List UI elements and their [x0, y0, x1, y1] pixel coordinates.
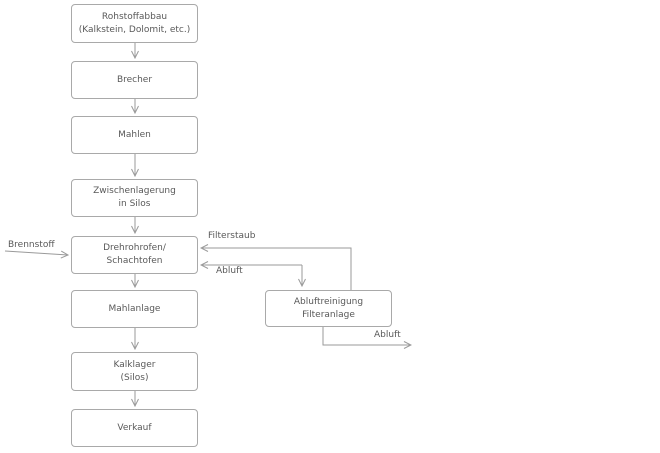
node-label-line: Zwischenlagerung — [93, 186, 176, 196]
node-abluftreinigung: Abluftreinigung Filteranlage — [265, 290, 392, 327]
arrow-brennstoff-to-drehrohrofen — [4, 250, 68, 255]
node-label-line: Brecher — [116, 74, 153, 85]
arrow-abluft-out — [322, 327, 411, 345]
node-mahlanlage: Mahlanlage — [71, 290, 198, 328]
node-label-line: in Silos — [118, 199, 151, 209]
node-label-line: Abluftreinigung — [293, 296, 364, 307]
node-kalklager: Kalklager (Silos) — [71, 352, 198, 391]
node-label-line: Mahlen — [118, 129, 151, 140]
node-label-line: Verkauf — [117, 422, 152, 433]
node-label-line: Drehrohrofen/ — [103, 243, 166, 253]
node-label-line: Mahlanlage — [108, 303, 161, 314]
node-verkauf: Verkauf — [71, 409, 198, 447]
arrow-filterstaub-to-drehrohrofen — [201, 248, 352, 290]
node-label-line: (Kalkstein, Dolomit, etc.) — [78, 24, 191, 35]
edge-label-brennstoff: Brennstoff — [8, 240, 55, 250]
node-brecher: Brecher — [71, 61, 198, 99]
node-label-line: Rohstoffabbau — [101, 11, 168, 22]
node-zwischenlagerung: Zwischenlagerung in Silos — [71, 179, 198, 217]
edge-label-abluft-out: Abluft — [374, 330, 401, 340]
node-label-line: Filteranlage — [302, 309, 355, 320]
edge-label-filterstaub: Filterstaub — [208, 231, 256, 241]
node-drehrohrofen: Drehrohrofen/ Schachtofen — [71, 236, 198, 274]
edge-label-abluft-to-ofen: Abluft — [216, 266, 243, 276]
node-label-line: Schachtofen — [106, 256, 163, 266]
node-rohstoffabbau: Rohstoffabbau (Kalkstein, Dolomit, etc.) — [71, 4, 198, 43]
node-label-line: Kalklager — [113, 359, 156, 370]
node-mahlen: Mahlen — [71, 116, 198, 154]
node-label-line: (Silos) — [120, 372, 149, 383]
